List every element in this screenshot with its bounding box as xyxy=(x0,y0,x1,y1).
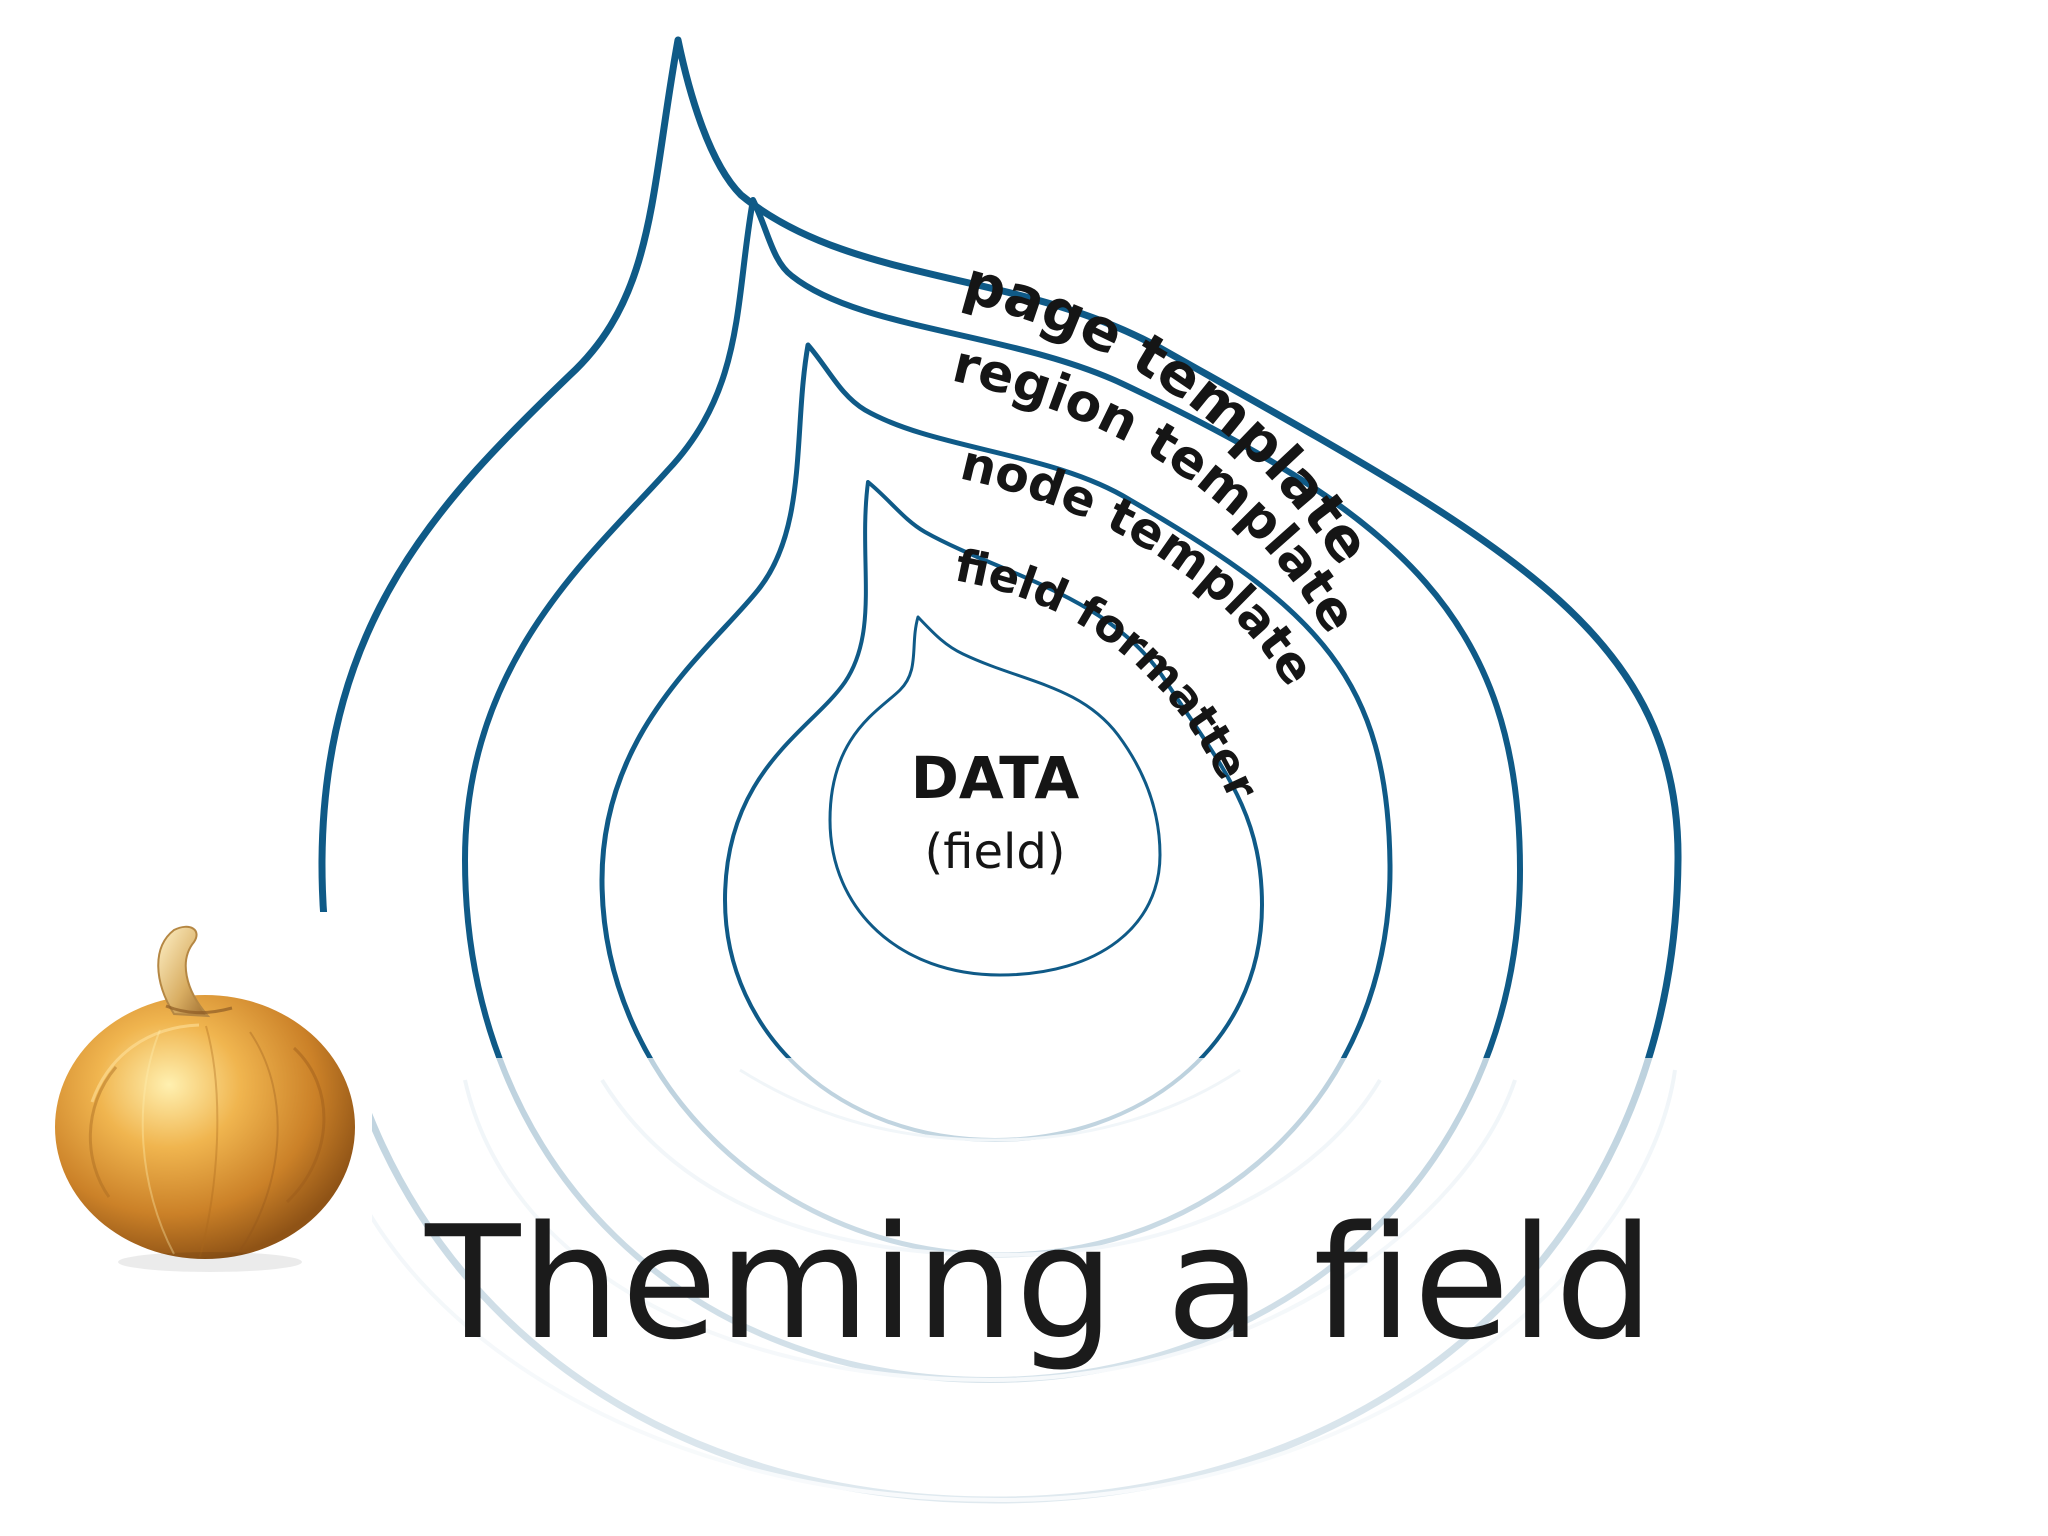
slide-title: Theming a field xyxy=(425,1192,1655,1374)
bottom-fade-panel xyxy=(280,1058,1740,1536)
data-core-layer xyxy=(828,615,1162,977)
field-sublabel: (field) xyxy=(924,824,1065,880)
onion-image xyxy=(34,912,372,1280)
onion-image-panel xyxy=(34,912,372,1280)
data-label: DATA xyxy=(911,744,1080,812)
